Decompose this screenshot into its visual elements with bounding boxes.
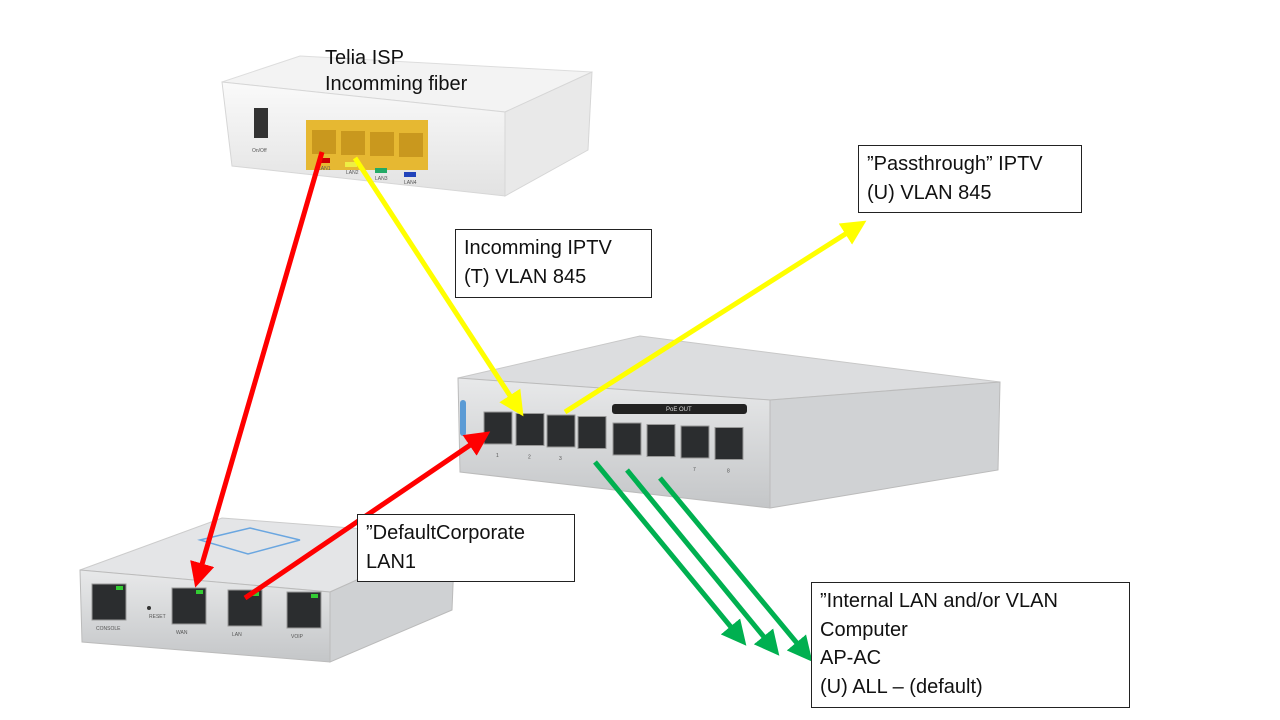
callout-line: (T) VLAN 845 <box>464 266 587 288</box>
green-link-2 <box>625 468 780 656</box>
switch-port-2 <box>515 413 545 446</box>
callout-line: ”Internal LAN and/or VLAN <box>820 590 1058 612</box>
gateway-port-label: VOIP <box>291 634 304 640</box>
poe-out-bar <box>612 404 747 414</box>
port-label: LAN1 <box>318 166 331 172</box>
yellow-link-iptv-in <box>352 156 524 417</box>
callout-line: Incomming IPTV <box>464 237 612 259</box>
port-label: LAN3 <box>375 176 388 182</box>
switch-port-label: 7 <box>693 467 696 473</box>
switch-port-5 <box>612 422 642 456</box>
callout-line: ”DefaultCorporate <box>366 522 525 544</box>
switch-port-6 <box>646 424 676 457</box>
reset-button <box>147 606 151 610</box>
callout-line: (U) ALL – (default) <box>820 675 983 698</box>
port-led-icon <box>252 592 259 596</box>
switch-port-label: 1 <box>496 453 499 459</box>
gateway-port-label: LAN <box>232 632 242 638</box>
green-link-1 <box>593 460 747 646</box>
switch-port-3 <box>546 414 576 448</box>
green-link-3 <box>658 476 813 662</box>
router-port-lan3 <box>370 132 394 156</box>
switch-port-label: 3 <box>559 456 562 462</box>
isp-router-label: Telia ISP Incomming fiber <box>325 45 467 97</box>
callout-line: ”Passthrough” IPTV <box>867 153 1043 175</box>
switch-port-label: 2 <box>528 455 531 461</box>
power-switch-label: On/Off <box>252 148 267 154</box>
callout-line: Computer <box>820 618 908 641</box>
poe-out-label: PoE OUT <box>666 407 692 413</box>
port-led-icon <box>311 594 318 598</box>
yellow-link-iptv-out <box>563 220 867 415</box>
isp-router: On/Off LAN1 LAN2 LAN3 LAN4 <box>221 55 593 197</box>
label-line: Telia ISP <box>325 47 404 69</box>
switch-port-7 <box>680 425 710 459</box>
port-led-icon <box>116 586 123 590</box>
callout-line: LAN1 <box>366 551 417 573</box>
label-line: Incomming fiber <box>325 73 468 95</box>
port-led-icon <box>196 590 203 594</box>
router-port-lan1 <box>312 130 336 154</box>
callout-incoming-iptv: Incomming IPTV (T) VLAN 845 <box>455 229 652 298</box>
router-port-lan2 <box>341 131 365 155</box>
callout-passthrough-iptv: ”Passthrough” IPTV (U) VLAN 845 <box>858 145 1082 213</box>
gateway-port-label: WAN <box>176 630 188 636</box>
switch-port-label: 8 <box>727 469 730 475</box>
callout-line: AP-AC <box>820 647 882 669</box>
port-label: LAN4 <box>404 180 417 186</box>
gateway-port-label: CONSOLE <box>96 626 121 632</box>
router-port-lan4 <box>399 133 423 157</box>
poe-switch: 1 2 3 7 8 PoE OUT <box>457 335 1001 509</box>
callout-line: (U) VLAN 845 <box>867 182 992 204</box>
red-link-isp-to-wan <box>190 151 325 588</box>
gateway-port-label: RESET <box>149 614 166 620</box>
callout-internal-lan: ”Internal LAN and/or VLAN Computer AP-AC… <box>811 582 1130 708</box>
switch-port-8 <box>714 427 744 460</box>
port-label: LAN2 <box>346 170 359 176</box>
power-switch-icon <box>254 108 268 138</box>
switch-port-4 <box>577 416 607 449</box>
switch-port-1 <box>483 411 513 445</box>
callout-default-corporate: ”DefaultCorporate LAN1 <box>357 514 575 582</box>
